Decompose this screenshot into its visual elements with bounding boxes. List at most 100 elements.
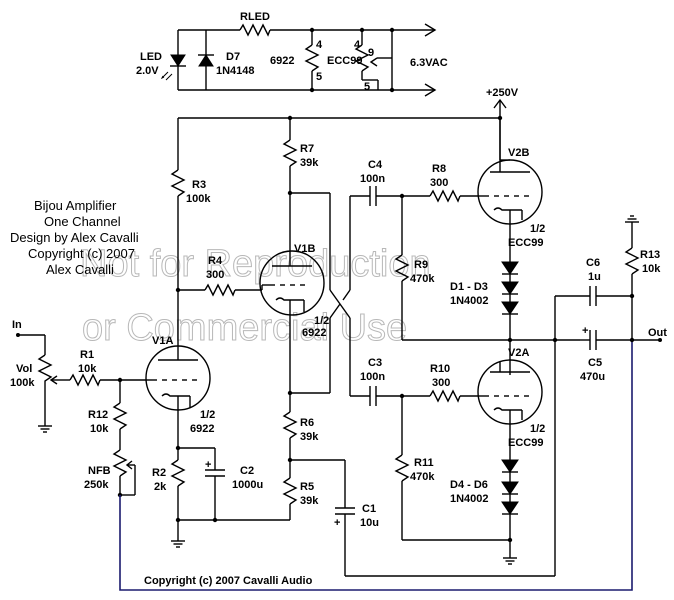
resistor-r12 bbox=[112, 402, 128, 430]
label-led-voltage: 2.0V bbox=[136, 65, 159, 77]
label-nfb-value: 250k bbox=[84, 479, 109, 491]
label-c5-plus: + bbox=[582, 325, 588, 337]
resistor-r8 bbox=[429, 189, 461, 203]
label-heater-6922: 6922 bbox=[270, 55, 294, 67]
label-nfb: NFB bbox=[88, 465, 111, 477]
label-r10: R10 bbox=[430, 363, 450, 375]
heater-circuit bbox=[160, 23, 437, 97]
label-c5: C5 bbox=[588, 357, 602, 369]
footer-copyright: Copyright (c) 2007 Cavalli Audio bbox=[144, 575, 313, 587]
label-r2: R2 bbox=[152, 467, 166, 479]
label-r4: R4 bbox=[208, 255, 223, 267]
label-c3-value: 100n bbox=[360, 371, 385, 383]
label-pin-9: 9 bbox=[368, 47, 374, 59]
label-v2a-type: ECC99 bbox=[508, 437, 543, 449]
label-c5-value: 470u bbox=[580, 371, 605, 383]
title-line-3: Design by Alex Cavalli bbox=[10, 230, 139, 245]
label-v1a-half: 1/2 bbox=[200, 409, 215, 421]
label-r12-value: 10k bbox=[90, 423, 109, 435]
label-v2b-type: ECC99 bbox=[508, 237, 543, 249]
label-r13: R13 bbox=[640, 249, 660, 261]
label-vol: Vol bbox=[16, 363, 32, 375]
label-c2-plus: + bbox=[205, 459, 211, 471]
potentiometer-nfb bbox=[112, 449, 128, 477]
label-r1: R1 bbox=[80, 349, 94, 361]
label-pin-5a: 5 bbox=[316, 71, 322, 83]
label-6-3vac: 6.3VAC bbox=[410, 57, 448, 69]
title-block: Bijou Amplifier One Channel Design by Al… bbox=[10, 198, 139, 277]
label-d4-d6-part: 1N4002 bbox=[450, 493, 489, 505]
label-r6: R6 bbox=[300, 417, 314, 429]
label-c2: C2 bbox=[240, 465, 254, 477]
label-r10-value: 300 bbox=[432, 377, 450, 389]
diode-d1 bbox=[501, 261, 519, 275]
label-led: LED bbox=[140, 51, 162, 63]
label-r5-value: 39k bbox=[300, 495, 319, 507]
resistor-r9 bbox=[394, 254, 410, 282]
label-r9-value: 470k bbox=[410, 273, 435, 285]
label-b-plus: +250V bbox=[486, 87, 519, 99]
label-v2a-half: 1/2 bbox=[530, 423, 545, 435]
resistor-r10 bbox=[429, 389, 461, 403]
label-v1a-type: 6922 bbox=[190, 423, 214, 435]
label-r8-value: 300 bbox=[430, 177, 448, 189]
label-c1-value: 10u bbox=[360, 517, 379, 529]
label-vol-value: 100k bbox=[10, 377, 35, 389]
label-r7-value: 39k bbox=[300, 157, 319, 169]
label-r13-value: 10k bbox=[642, 263, 661, 275]
label-d4-d6: D4 - D6 bbox=[450, 479, 488, 491]
label-pin-4a: 4 bbox=[316, 39, 323, 51]
title-line-2: One Channel bbox=[44, 214, 121, 229]
label-r12: R12 bbox=[88, 409, 108, 421]
label-r8: R8 bbox=[432, 163, 446, 175]
tube-v2b bbox=[477, 118, 543, 225]
title-line-1: Bijou Amplifier bbox=[34, 198, 117, 213]
label-r3-value: 100k bbox=[186, 193, 211, 205]
diode-d4 bbox=[501, 459, 519, 473]
label-pin-4b: 4 bbox=[354, 39, 361, 51]
diode-d2 bbox=[501, 281, 519, 295]
resistor-r4 bbox=[204, 283, 236, 297]
label-c4-value: 100n bbox=[360, 173, 385, 185]
label-r4-value: 300 bbox=[206, 269, 224, 281]
resistor-r6 bbox=[282, 411, 298, 439]
label-d1-d3: D1 - D3 bbox=[450, 281, 488, 293]
label-out: Out bbox=[648, 327, 667, 339]
label-c1-plus: + bbox=[334, 517, 340, 529]
label-v1b-type: 6922 bbox=[302, 327, 326, 339]
title-line-4: Copyright (c) 2007 bbox=[28, 246, 135, 261]
diode-d3 bbox=[501, 301, 519, 315]
label-d7-part: 1N4148 bbox=[216, 65, 255, 77]
resistor-r11 bbox=[394, 454, 410, 482]
label-d7: D7 bbox=[226, 51, 240, 63]
label-r1-value: 10k bbox=[78, 363, 97, 375]
label-c1: C1 bbox=[362, 503, 376, 515]
label-v2a: V2A bbox=[508, 347, 529, 359]
label-r6-value: 39k bbox=[300, 431, 319, 443]
diode-d6 bbox=[501, 501, 519, 515]
label-r7: R7 bbox=[300, 143, 314, 155]
label-v2b: V2B bbox=[508, 147, 529, 159]
watermark-line-2: or Commercial Use bbox=[82, 307, 407, 349]
label-v1b-half: 1/2 bbox=[314, 315, 329, 327]
label-c4: C4 bbox=[368, 159, 383, 171]
diode-d5 bbox=[501, 481, 519, 495]
title-line-5: Alex Cavalli bbox=[46, 262, 114, 277]
label-d1-d3-part: 1N4002 bbox=[450, 295, 489, 307]
tube-v1a bbox=[145, 340, 211, 411]
label-c6-value: 1u bbox=[588, 271, 601, 283]
label-c6: C6 bbox=[586, 257, 600, 269]
resistor-r13 bbox=[624, 247, 640, 275]
label-r2-value: 2k bbox=[154, 481, 167, 493]
label-r9: R9 bbox=[414, 259, 428, 271]
feedback-wire bbox=[119, 340, 633, 591]
label-v1b: V1B bbox=[294, 243, 315, 255]
resistor-r1 bbox=[69, 373, 101, 387]
label-v2b-half: 1/2 bbox=[530, 223, 545, 235]
resistor-r2 bbox=[170, 459, 186, 487]
resistor-r3 bbox=[170, 169, 186, 197]
label-r11-value: 470k bbox=[410, 471, 435, 483]
resistor-r5 bbox=[282, 477, 298, 505]
watermark-line-1: Not for Reproduction bbox=[80, 243, 431, 285]
label-pin-5b: 5 bbox=[364, 81, 370, 93]
